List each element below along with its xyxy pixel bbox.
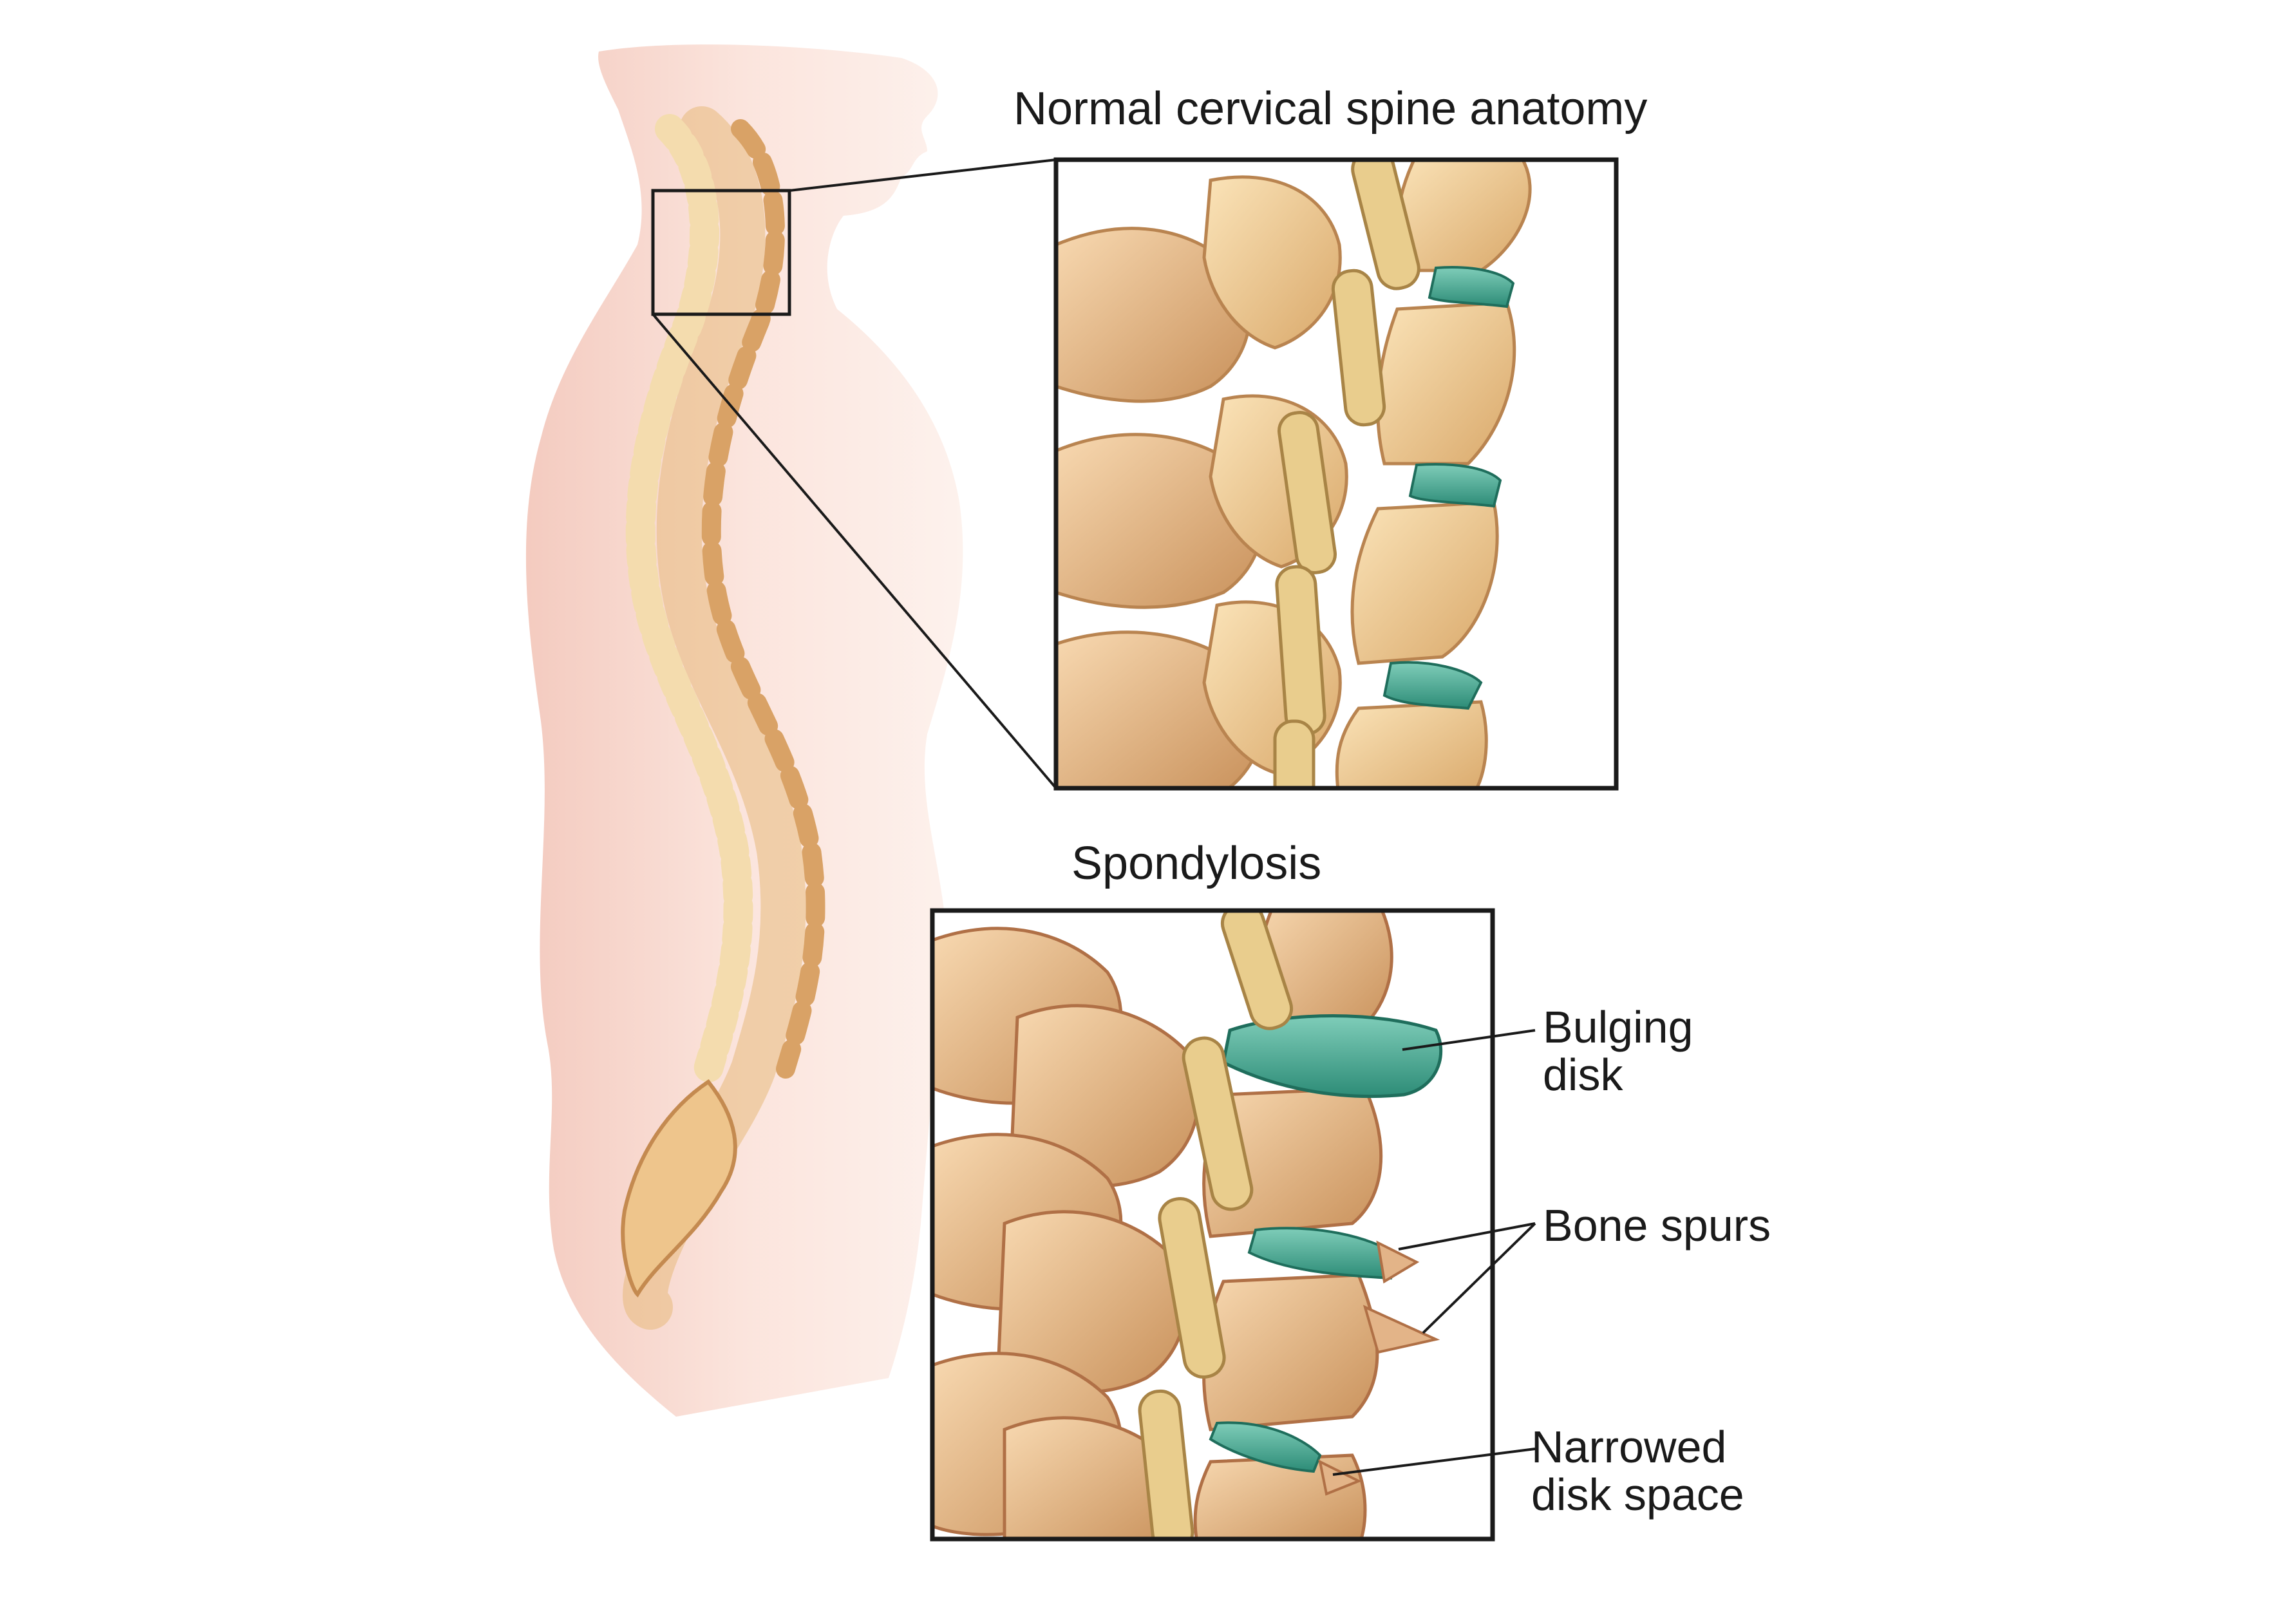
narrowed-disk-leader [1332,1448,1536,1476]
bone-spurs-label: Bone spurs [1543,1200,1771,1251]
normal-cervical-panel [1053,157,1619,791]
neck-zoom-box [651,189,791,316]
zoom-line-top [789,158,1057,192]
bulging-disk-label-line1: Bulging [1543,1002,1693,1052]
bulging-disk-leader [1402,1029,1536,1051]
bulging-disk-label-line2: disk [1543,1050,1623,1100]
zoom-line-bottom [652,313,1057,789]
narrowed-disk-label-line2: disk space [1531,1469,1744,1520]
bone-spur-leader-2 [1422,1222,1536,1334]
spondylosis-panel [930,908,1495,1542]
bone-spur-leader-1 [1398,1222,1536,1251]
normal-panel-title: Normal cervical spine anatomy [1014,83,1648,135]
leader-lines [1332,1029,1536,1476]
spondylosis-panel-title: Spondylosis [1071,838,1322,889]
narrowed-disk-label-line1: Narrowed [1531,1422,1727,1472]
spine [621,106,825,1330]
